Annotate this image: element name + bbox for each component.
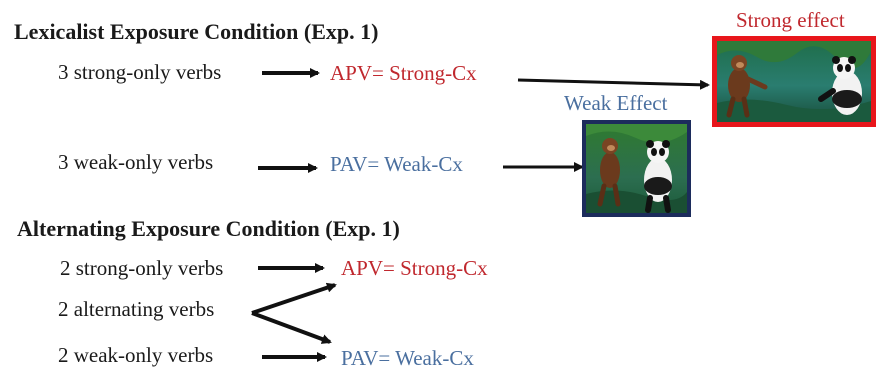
monkey-icon [726, 55, 768, 118]
lexicalist-heading: Lexicalist Exposure Condition (Exp. 1) [14, 19, 379, 44]
arrow-alt-alternating-down [251, 311, 332, 344]
weak-effect-image [582, 120, 691, 217]
panda-icon [818, 56, 862, 115]
panda-icon [644, 140, 672, 213]
alternating-heading: Alternating Exposure Condition (Exp. 1) [17, 216, 400, 241]
strong-effect-image [712, 36, 876, 127]
monkey-icon [597, 138, 621, 207]
arrow-lex-strong-to-image [517, 78, 710, 90]
lexicalist-apv-result: APV= Strong-Cx [330, 61, 477, 85]
alternating-weak-verbs: 2 weak-only verbs [58, 343, 214, 367]
alternating-apv-result: APV= Strong-Cx [341, 256, 488, 280]
lexicalist-weak-verbs: 3 weak-only verbs [58, 150, 214, 174]
arrow-alt-alternating-up [251, 282, 337, 315]
alternating-strong-verbs: 2 strong-only verbs [60, 256, 224, 280]
alternating-pav-result: PAV= Weak-Cx [341, 346, 474, 370]
weak-effect-label: Weak Effect [564, 91, 668, 115]
strong-effect-label: Strong effect [736, 8, 845, 32]
lexicalist-pav-result: PAV= Weak-Cx [330, 152, 463, 176]
alternating-alternating-verbs: 2 alternating verbs [58, 297, 215, 321]
lexicalist-strong-verbs: 3 strong-only verbs [58, 60, 222, 84]
